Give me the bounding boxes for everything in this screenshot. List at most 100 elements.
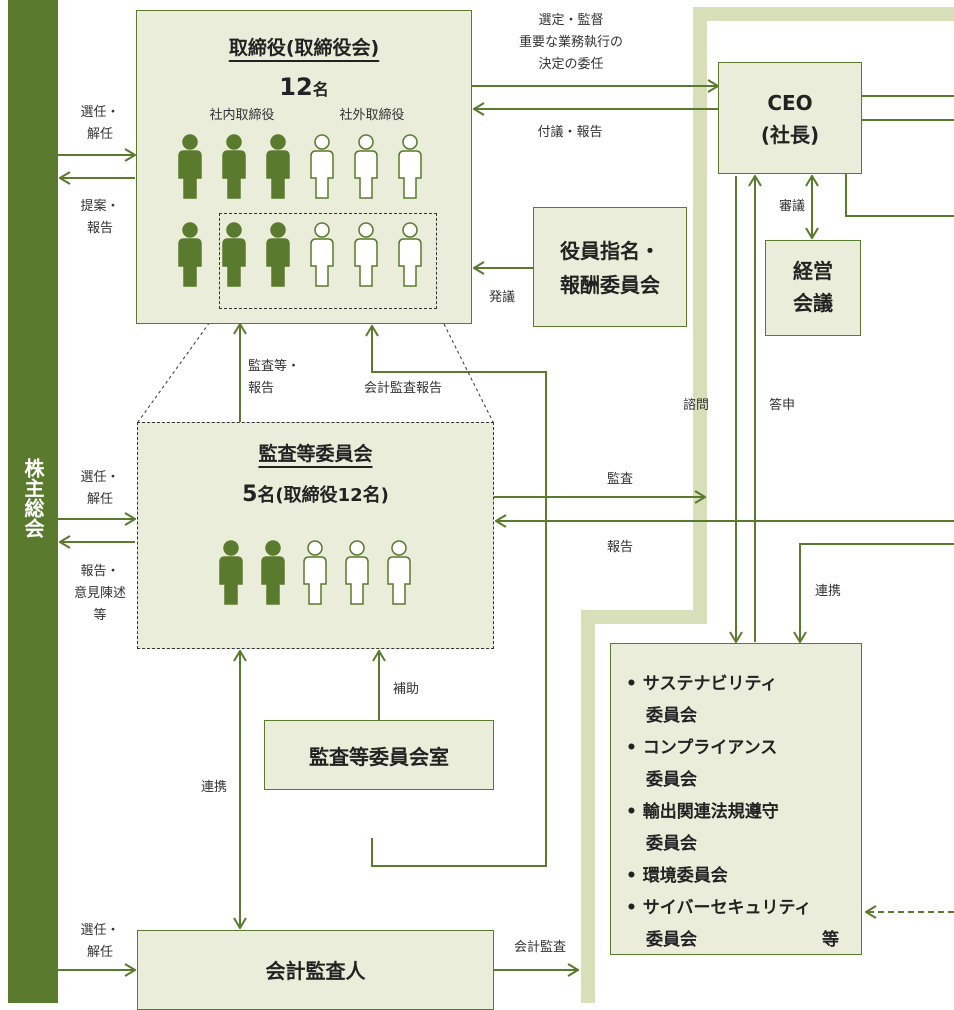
committee-item: • 環境委員会 — [626, 866, 728, 886]
arrow-cooperate-right — [800, 543, 954, 642]
label-line: 重要な業務執行の — [518, 35, 623, 50]
internal-director-icon — [266, 222, 290, 287]
label-line: 解任 — [86, 492, 113, 507]
committee-item-cont: 委員会 等 — [626, 924, 839, 956]
board-people — [178, 134, 422, 287]
internal-director-icon — [222, 134, 246, 199]
ceo-line1: CEO — [767, 91, 813, 115]
audit-office-label: 監査等委員会室 — [309, 745, 449, 769]
external-member-icon — [345, 540, 369, 605]
committee-item-line1: サステナビリティ — [642, 674, 778, 694]
board-count-number: 12 — [279, 73, 313, 101]
label-line: 報告 — [248, 381, 275, 396]
label-audit-report: 監査等・ 報告 — [248, 356, 318, 400]
label-elect-board: 選任・ 解任 — [70, 102, 130, 146]
label-acct-audit: 会計監査 — [513, 940, 566, 955]
nomination-line1: 役員指名・ — [560, 239, 660, 263]
label-cooperate-left: 連携 — [200, 780, 227, 795]
audit-members-outline — [219, 213, 437, 309]
nomination-committee-box: 役員指名・ 報酬委員会 — [533, 207, 687, 327]
shareholders-meeting-label: 株主総会 — [21, 458, 45, 538]
label-line: 報告 — [86, 221, 113, 236]
management-meeting-box: 経営 会議 — [765, 240, 861, 336]
mgmt-line1: 経営 — [793, 259, 833, 283]
label-proposal: 発議 — [488, 290, 515, 305]
label-elect-auditor: 選任・ 解任 — [70, 920, 130, 964]
committee-item: • コンプライアンス — [626, 738, 778, 758]
committee-item-cont: 委員会 — [646, 706, 697, 726]
label-line: 解任 — [86, 127, 113, 142]
accounting-auditor-box: 会計監査人 — [137, 930, 494, 1010]
internal-director-icon — [178, 134, 202, 199]
audit-committee-title: 監査等委員会 — [258, 443, 373, 465]
nomination-line2: 報酬委員会 — [560, 273, 660, 297]
label-line: 意見陳述 — [73, 586, 126, 601]
committee-item-cont: 委員会 — [646, 770, 697, 790]
committee-item: • サステナビリティ — [626, 674, 778, 694]
label-consult: 諮問 — [682, 398, 709, 413]
label-line: 選任・ — [80, 105, 120, 120]
shareholders-meeting-bar: 株主総会 — [8, 0, 58, 1003]
board-count: 12名 — [137, 73, 471, 101]
label-assist: 補助 — [392, 682, 419, 697]
label-deliberation: 審議 — [778, 199, 805, 214]
audit-office-box: 監査等委員会室 — [264, 720, 494, 790]
label-report-opinion: 報告・ 意見陳述 等 — [60, 561, 140, 627]
ceo-box: CEO (社長) — [718, 62, 862, 174]
internal-director-icon — [178, 222, 202, 287]
label-line: 解任 — [86, 945, 113, 960]
label-line: 監査等・ — [248, 359, 301, 374]
external-director-icon — [398, 222, 422, 287]
audit-committee-box: 監査等委員会 5名(取締役12名) — [137, 422, 494, 649]
internal-member-icon — [261, 540, 285, 605]
label-answer: 答申 — [768, 398, 795, 413]
executive-band — [581, 7, 954, 1003]
board-title: 取締役(取締役会) — [228, 37, 380, 59]
mgmt-line2: 会議 — [793, 291, 833, 315]
audit-count-number: 5 — [242, 482, 258, 507]
external-director-icon — [398, 134, 422, 199]
audit-count-unit: 名 — [257, 485, 276, 506]
committee-item-line1: コンプライアンス — [642, 738, 778, 758]
label-line: 決定の委任 — [538, 57, 604, 72]
label-report: 報告 — [606, 540, 633, 555]
label-line: 報告・ — [80, 564, 120, 579]
committee-item-line2: 委員会 — [646, 930, 697, 950]
committee-item-cont: 委員会 — [646, 834, 697, 854]
committee-item-line1: 輸出関連法規遵守 — [642, 802, 779, 822]
label-audit: 監査 — [606, 472, 633, 487]
committee-item: • 輸出関連法規遵守 — [626, 802, 779, 822]
audit-committee-people — [219, 540, 411, 605]
internal-director-icon — [266, 134, 290, 199]
label-line: 選定・監督 — [538, 13, 604, 28]
external-director-icon — [310, 134, 334, 199]
label-line: 選任・ — [80, 470, 120, 485]
label-cooperate-right: 連携 — [814, 584, 841, 599]
label-select-supervise: 選定・監督 重要な業務執行の 決定の委任 — [506, 10, 636, 76]
internal-director-icon — [222, 222, 246, 287]
committees-box — [610, 643, 862, 955]
label-elect-audit: 選任・ 解任 — [70, 467, 130, 511]
committee-item: • サイバーセキュリティ — [626, 898, 812, 918]
label-acct-audit-report: 会計監査報告 — [364, 381, 443, 396]
label-line: 選任・ — [80, 923, 120, 938]
audit-count-note: (取締役12名) — [275, 485, 389, 506]
committee-list: • サステナビリティ 委員会 • コンプライアンス 委員会 • 輸出関連法規遵守… — [626, 668, 839, 956]
committee-item-line1: サイバーセキュリティ — [642, 898, 812, 918]
label-refer-report: 付議・報告 — [537, 125, 603, 140]
internal-member-icon — [219, 540, 243, 605]
external-director-icon — [354, 222, 378, 287]
audit-committee-count: 5名(取締役12名) — [138, 481, 493, 507]
arrow-acct-audit-report — [372, 326, 547, 867]
external-member-icon — [387, 540, 411, 605]
committee-item-line1: 環境委員会 — [642, 866, 728, 886]
label-propose-report: 提案・ 報告 — [70, 196, 130, 240]
label-line: 等 — [93, 608, 107, 623]
board-count-unit: 名 — [312, 80, 329, 99]
committees-etc: 等 — [822, 930, 839, 950]
external-director-icon — [354, 134, 378, 199]
internal-directors-label: 社内取締役 — [209, 108, 275, 123]
ceo-line2: (社長) — [760, 123, 820, 147]
accounting-auditor-label: 会計監査人 — [265, 959, 366, 983]
